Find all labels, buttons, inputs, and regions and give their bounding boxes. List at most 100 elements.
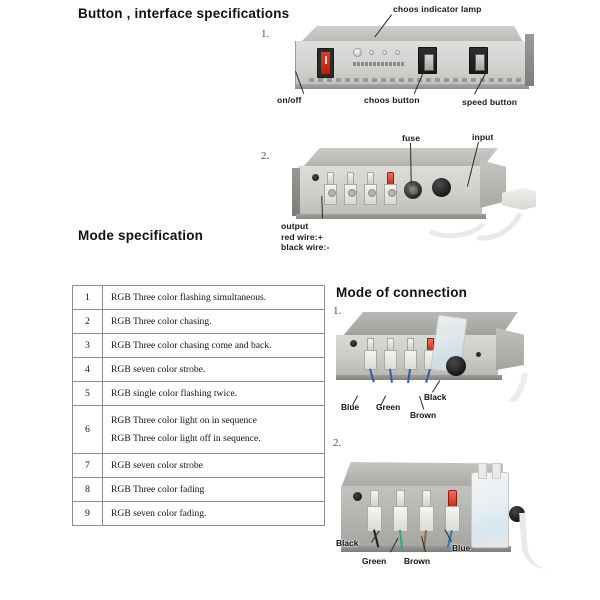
label-conn2-brown: Brown <box>404 556 431 566</box>
mode-description: RGB Three color light on in sequence RGB… <box>102 405 325 454</box>
rear-screw-hole-left <box>312 174 319 181</box>
table-row: 8 RGB Three color fading <box>72 477 325 502</box>
figure-number-rear-panel: 2. <box>261 150 270 162</box>
label-conn1-black: Black <box>424 392 447 402</box>
table-row: 4 RGB seven color strobe. <box>72 357 325 382</box>
mode-description-line-2: RGB Three color light off in sequence. <box>111 433 261 444</box>
section-title-mode-of-connection: Mode of connection <box>336 285 468 300</box>
power-plug <box>502 188 536 210</box>
rear-enclosure-right-side <box>480 160 506 208</box>
mode-number: 7 <box>72 453 103 478</box>
conn1-enclosure-base <box>336 375 502 380</box>
power-input-socket <box>432 178 451 197</box>
label-conn1-green: Green <box>376 402 401 412</box>
label-output-line-2: red wire:+ <box>281 231 323 242</box>
conn2-screw-hole <box>353 492 362 501</box>
mode-description: RGB Three color chasing. <box>102 309 325 334</box>
table-row: 3 RGB Three color chasing come and back. <box>72 333 325 358</box>
output-terminal-red-positive <box>384 172 397 205</box>
mode-specification-table: 1 RGB Three color flashing simultaneous.… <box>72 285 325 526</box>
conn2-output-terminal-2 <box>393 490 408 532</box>
conn2-power-input-socket <box>509 506 525 522</box>
indicator-lamp-3 <box>395 50 400 55</box>
mode-description: RGB Three color fading <box>102 477 325 502</box>
choos-button-hardware <box>418 47 437 74</box>
mode-number: 6 <box>72 405 103 454</box>
mode-description: RGB single color flashing twice. <box>102 381 325 406</box>
mode-description-line-1: RGB Three color light on in sequence <box>111 415 257 426</box>
label-conn1-blue: Blue <box>341 402 360 412</box>
conn1-screw-hole-left <box>350 340 357 347</box>
mode-description: RGB seven color strobe <box>102 453 325 478</box>
rear-enclosure-left-side <box>292 168 300 216</box>
mode-description: RGB seven color fading. <box>102 501 325 526</box>
mode-description: RGB Three color flashing simultaneous. <box>102 285 325 310</box>
photo-connection-step-2 <box>341 460 551 580</box>
enclosure-base-edge <box>295 84 529 89</box>
mode-number: 3 <box>72 333 103 358</box>
conn2-enclosure-base <box>341 546 511 552</box>
conn1-output-terminal-2 <box>384 338 397 370</box>
table-row: 9 RGB seven color fading. <box>72 501 325 526</box>
indicator-lamp-2 <box>382 50 387 55</box>
table-row: 5 RGB single color flashing twice. <box>72 381 325 406</box>
table-row: 6 RGB Three color light on in sequence R… <box>72 405 325 454</box>
table-row: 7 RGB seven color strobe <box>72 453 325 478</box>
power-rocker-switch <box>317 48 334 78</box>
section-title-mode-specification: Mode specification <box>78 228 204 243</box>
panel-silkscreen-strip <box>309 78 521 82</box>
table-row: 2 RGB Three color chasing. <box>72 309 325 334</box>
label-choos-button: choos button <box>364 95 420 105</box>
model-silkscreen-text <box>353 62 405 66</box>
label-output-wiring: output red wire:+ black wire:- <box>281 221 329 253</box>
label-conn2-black: Black <box>336 538 359 548</box>
mode-number: 9 <box>72 501 103 526</box>
label-choos-indicator-lamp: choos indicator lamp <box>393 4 482 14</box>
label-conn1-brown: Brown <box>410 410 437 420</box>
rear-enclosure-top <box>302 148 498 168</box>
speed-button-hardware <box>469 47 488 74</box>
label-input: input <box>472 132 494 142</box>
mode-description: RGB seven color strobe. <box>102 357 325 382</box>
label-conn2-green: Green <box>362 556 387 566</box>
output-terminal-1 <box>324 172 337 205</box>
mode-description: RGB Three color chasing come and back. <box>102 333 325 358</box>
label-output-line-1: output <box>281 221 309 231</box>
conn2-power-cable <box>519 511 549 571</box>
figure-number-connection-1: 1. <box>333 305 342 317</box>
label-speed-button: speed button <box>462 97 518 107</box>
rear-enclosure-base <box>296 214 486 219</box>
conn1-screw-hole-right <box>476 352 481 357</box>
mode-number: 8 <box>72 477 103 502</box>
conn1-enclosure-top <box>342 312 518 337</box>
fuse-holder <box>404 181 422 199</box>
conn2-output-terminal-3 <box>419 490 434 532</box>
conn1-output-terminal-3 <box>404 338 417 370</box>
label-on-off: on/off <box>277 95 302 105</box>
figure-number-connection-2: 2. <box>333 437 342 449</box>
conn1-power-input-socket <box>446 356 466 376</box>
mode-number: 2 <box>72 309 103 334</box>
conn1-rear-face <box>336 335 498 377</box>
table-row: 1 RGB Three color flashing simultaneous. <box>72 285 325 310</box>
label-conn2-blue: Blue <box>452 543 471 553</box>
conn2-output-terminal-red <box>445 490 460 532</box>
table-body: 1 RGB Three color flashing simultaneous.… <box>72 285 325 526</box>
choos-indicator-lamp-main <box>353 48 362 57</box>
page-title-button-interface: Button , interface specifications <box>78 6 290 21</box>
mode-number: 1 <box>72 285 103 310</box>
enclosure-top-surface <box>301 26 523 42</box>
conn2-led-strip-connector-bundle <box>471 463 509 548</box>
photo-controller-front-panel <box>289 26 539 92</box>
conn1-output-terminal-1 <box>364 338 377 370</box>
conn2-output-terminal-1 <box>367 490 382 532</box>
mode-number: 4 <box>72 357 103 382</box>
figure-number-front-panel: 1. <box>261 28 270 40</box>
output-terminal-3 <box>364 172 377 205</box>
label-fuse: fuse <box>402 133 421 143</box>
indicator-lamp-1 <box>369 50 374 55</box>
enclosure-right-side <box>525 34 534 86</box>
output-terminal-2 <box>344 172 357 205</box>
photo-controller-rear-panel <box>288 148 558 243</box>
